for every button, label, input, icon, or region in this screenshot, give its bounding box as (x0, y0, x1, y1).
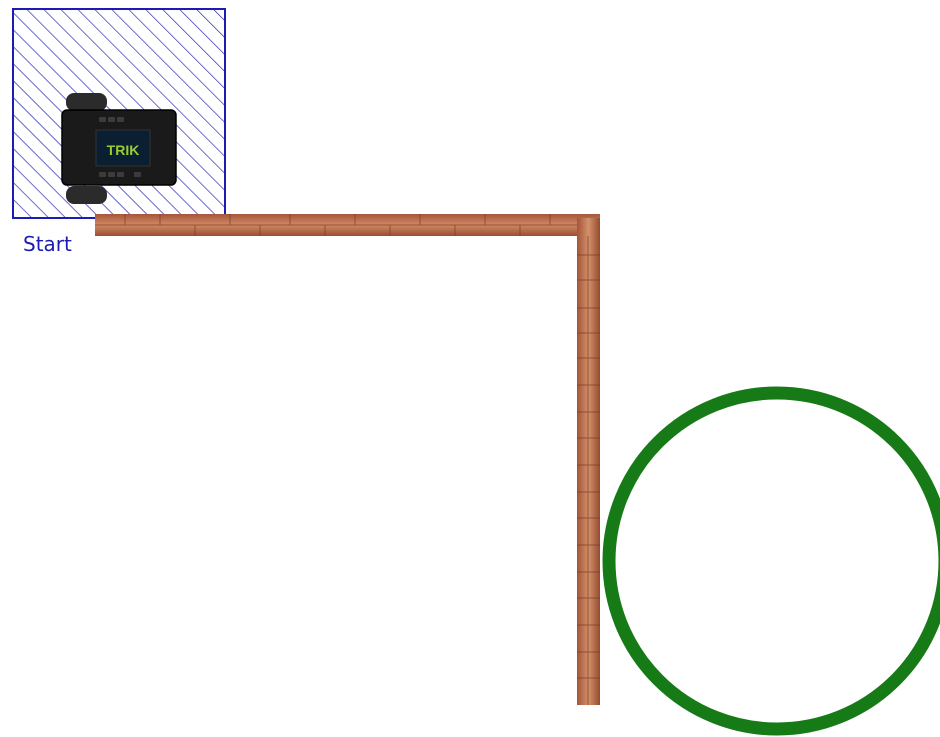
target-circle[interactable] (609, 393, 940, 729)
robot-ports-bottom (99, 172, 141, 177)
robot-wheel-bottom-left (66, 186, 107, 204)
wall-vertical[interactable] (577, 218, 600, 705)
start-label: Start (23, 232, 72, 256)
robot-ports-top (99, 117, 124, 122)
robot-wheel-top-left (66, 93, 107, 111)
robot-brand-label: TRIK (107, 142, 140, 158)
wall-horizontal[interactable] (95, 214, 600, 236)
